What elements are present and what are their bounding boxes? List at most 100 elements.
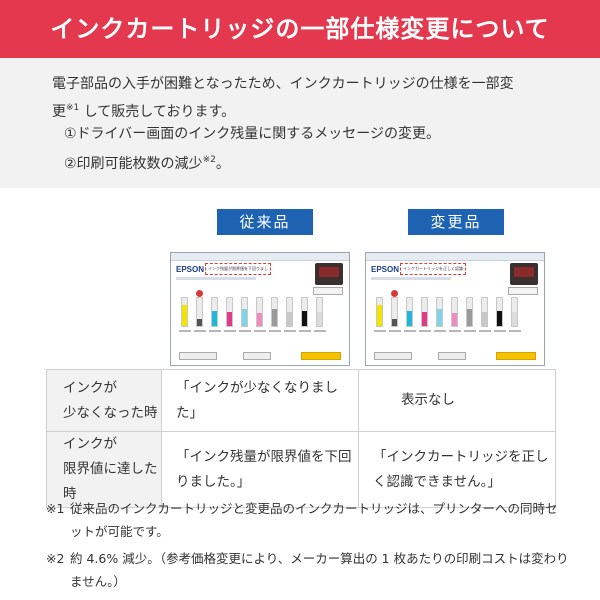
cell-text: 「インクカートリッジを正し (373, 448, 549, 465)
ink-cartridge (269, 297, 281, 332)
cell-text: 表示なし (401, 392, 455, 408)
printer-icon (315, 263, 343, 285)
print-queue-button (374, 352, 412, 360)
intro-line-1: 電子部品の入手が困難となったため、インクカートリッジの仕様を一部変 (52, 76, 514, 92)
ink-label (449, 330, 461, 332)
ink-cartridge (209, 297, 221, 332)
ink-label (419, 330, 431, 332)
cell-text: りました。」 (176, 473, 251, 490)
row-header-line: インクが (63, 436, 117, 452)
ink-cartridge (449, 297, 461, 332)
ink-level-fill (287, 312, 292, 326)
cell-text: く認識できません。」 (373, 473, 501, 490)
window-titlebar (366, 253, 544, 261)
ink-level-fill (422, 312, 427, 326)
ink-label (464, 330, 476, 332)
ink-cartridge (239, 297, 251, 332)
old-product-cell: 「インクが少なくなりました」 (161, 369, 359, 432)
ink-cartridge (314, 297, 326, 332)
printer-info-button (313, 287, 343, 295)
new-product-cell: 「インクカートリッジを正しく認識できません。」 (358, 431, 556, 508)
ink-label (494, 330, 506, 332)
ink-label (179, 330, 191, 332)
printer-info-button (508, 287, 538, 295)
comparison-table: インクが少なくなった時 「インクが少なくなりました」 表示なし インクが限界値に… (46, 369, 556, 508)
row-header-line: 少なくなった時 (63, 404, 158, 421)
intro-line-2-text: 更 (52, 104, 66, 120)
ink-label (314, 330, 326, 332)
ink-level-fill (407, 310, 412, 326)
ink-cartridge (284, 297, 296, 332)
ink-label (404, 330, 416, 332)
row-header-line: 限界値に達した時 (63, 461, 158, 502)
row-header-line: インクが (63, 379, 117, 396)
footnote-line: 約 4.6% 減少。（参考価格変更により、メーカー算出の 1 枚あたりの印刷コス… (70, 551, 569, 566)
ink-label (374, 330, 386, 332)
footnote-line: ません。） (70, 574, 126, 589)
intro-item-1: ①ドライバー画面のインク残量に関するメッセージの変更。 (64, 126, 440, 142)
ink-cartridge (179, 297, 191, 332)
ink-level-fill (467, 309, 472, 326)
intro-item-2: ②印刷可能枚数の減少※2。 (64, 146, 584, 178)
ink-label (224, 330, 236, 332)
footnote-1: ※1 従来品のインクカートリッジと変更品のインクカートリッジは、プリンターへの同… (46, 497, 586, 543)
table-row: インクが少なくなった時 「インクが少なくなりました」 表示なし (46, 369, 556, 432)
ink-cartridge (299, 297, 311, 332)
ink-level-fill (497, 310, 502, 326)
warning-icon (196, 290, 203, 297)
footnote-ref-1: ※1 (66, 103, 80, 113)
footnote-text: 約 4.6% 減少。（参考価格変更により、メーカー算出の 1 枚あたりの印刷コス… (70, 547, 586, 593)
label-old-product: 従来品 (217, 209, 313, 235)
ink-level-fill (317, 312, 322, 326)
close-button (243, 352, 271, 360)
status-subline (176, 277, 256, 280)
buy-ink-button (301, 352, 341, 360)
ink-cartridge (434, 297, 446, 332)
ink-cartridge (419, 297, 431, 332)
cell-text: 「インク残量が限界値を下回 (176, 448, 352, 465)
ink-cartridge (404, 297, 416, 332)
ink-label (434, 330, 446, 332)
new-product-cell: 表示なし (358, 369, 556, 432)
row-header: インクが少なくなった時 (46, 369, 162, 432)
footnote-line: ットが可能です。 (70, 524, 169, 539)
old-product-cell: 「インク残量が限界値を下回りました。」 (161, 431, 359, 508)
footnote-ref-2: ※2 (202, 155, 216, 165)
print-queue-button (179, 352, 217, 360)
ink-label (479, 330, 491, 332)
warning-icon (391, 290, 398, 297)
ink-level-fill (302, 310, 307, 326)
ink-label (389, 330, 401, 332)
status-subline (371, 277, 451, 280)
ink-cartridge (494, 297, 506, 332)
row-header: インクが限界値に達した時 (46, 431, 162, 508)
intro-line-2: 更※1 して販売しております。 (52, 94, 572, 126)
ink-level-fill (212, 310, 217, 326)
ink-label (299, 330, 311, 332)
epson-logo: EPSON (371, 265, 400, 274)
ink-cartridge (464, 297, 476, 332)
footnote-line: 従来品のインクカートリッジと変更品のインクカートリッジは、プリンターへの同時セ (70, 501, 558, 516)
intro-item-2-text: ②印刷可能枚数の減少 (64, 156, 203, 172)
ink-level-fill (392, 319, 397, 326)
label-new-product: 変更品 (408, 209, 504, 235)
ink-label (284, 330, 296, 332)
ink-cartridge (254, 297, 266, 332)
footnote-text: 従来品のインクカートリッジと変更品のインクカートリッジは、プリンターへの同時セッ… (70, 497, 586, 543)
ink-level-fill (272, 309, 277, 326)
footnote-mark: ※1 (46, 501, 65, 516)
table-row: インクが限界値に達した時 「インク残量が限界値を下回りました。」 「インクカート… (46, 431, 556, 508)
footnote-mark: ※2 (46, 551, 65, 566)
close-button (438, 352, 466, 360)
ink-cartridge (389, 290, 401, 332)
ink-cartridge (374, 297, 386, 332)
footnote-2: ※2 約 4.6% 減少。（参考価格変更により、メーカー算出の 1 枚あたりの印… (46, 547, 586, 593)
ink-level-fill (377, 305, 382, 326)
ink-level-fill (197, 319, 202, 326)
ink-label (254, 330, 266, 332)
ink-cartridge (479, 297, 491, 332)
epson-logo: EPSON (176, 265, 205, 274)
